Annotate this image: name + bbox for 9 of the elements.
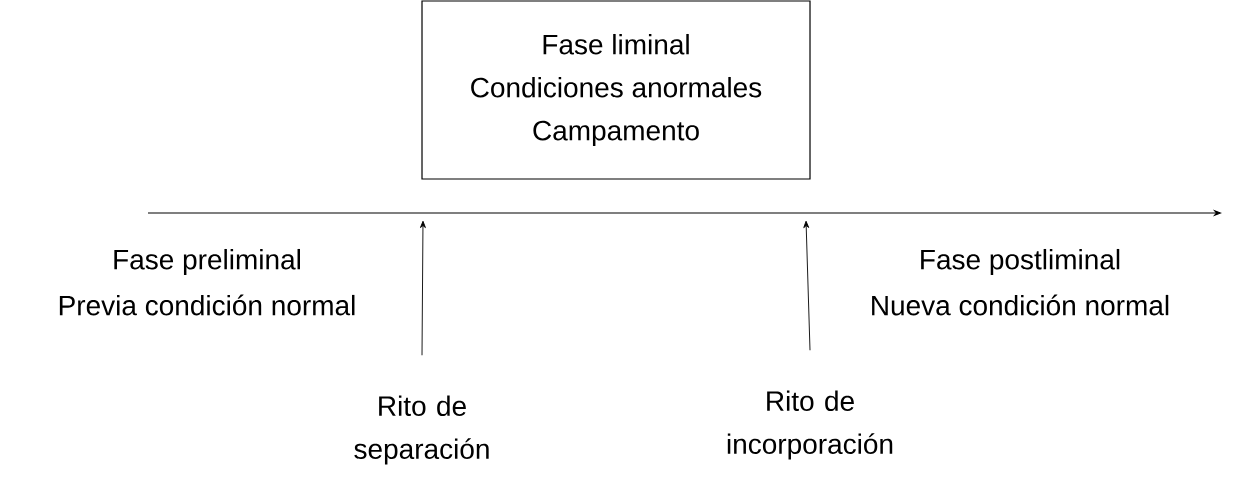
phase-label: Previa condición normal [59,294,355,316]
phase-label: Fase preliminal [114,248,300,276]
arrow [420,220,426,356]
rite-label: Rito de incorporación [727,390,893,460]
phase-label: Fase postliminal [921,248,1120,276]
phase-box: Fase liminal Condiciones anormales Campamento [421,0,811,180]
rite-label: Rito de separación [354,395,489,465]
phase-label: Nueva condición normal [872,294,1169,316]
arrow [803,220,811,351]
